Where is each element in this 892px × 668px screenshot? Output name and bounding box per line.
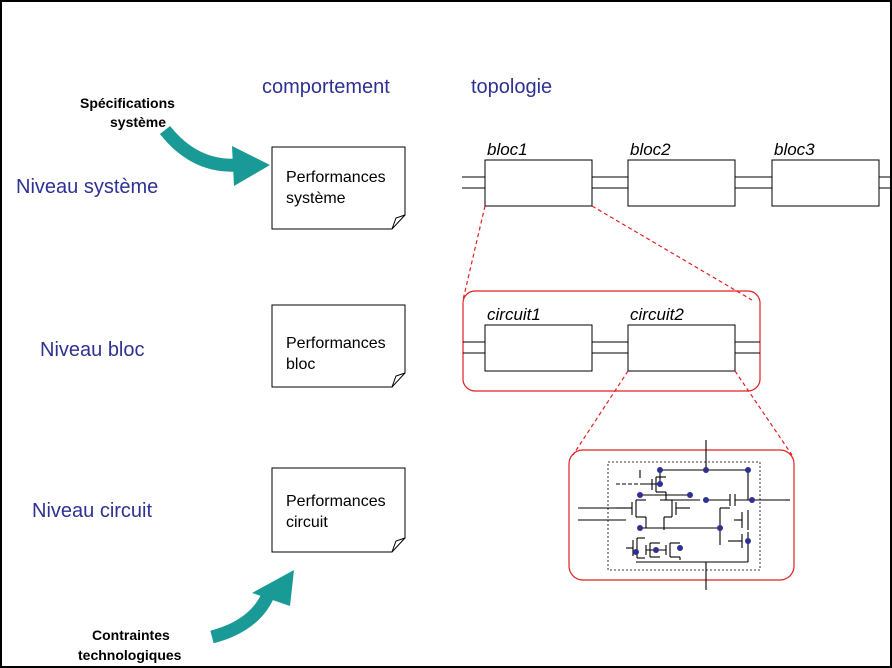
- performance-doc-block-line2: bloc: [286, 356, 315, 373]
- spec-arrow: [159, 125, 270, 186]
- performance-doc-circuit-line2: circuit: [286, 514, 328, 531]
- block-topology: circuit1 circuit2: [462, 290, 761, 392]
- performance-doc-system-line2: système: [286, 190, 346, 207]
- performance-doc-circuit: Performances circuit: [271, 467, 406, 553]
- level-label-system: Niveau système: [16, 176, 158, 198]
- performance-doc-system-line1: Performances: [286, 169, 386, 186]
- column-header-behavior: comportement: [262, 76, 390, 98]
- constraints-label-line1: Contraintes: [92, 627, 170, 643]
- circuit-block-2: [627, 324, 736, 372]
- spec-label-line1: Spécifications: [80, 95, 175, 111]
- performance-doc-system: Performances système: [271, 146, 406, 230]
- level-label-circuit: Niveau circuit: [32, 500, 152, 522]
- system-block-1: [484, 159, 593, 207]
- constraints-label-line2: technologiques: [78, 647, 182, 663]
- system-block-2-label: bloc2: [630, 140, 671, 159]
- circuit-block-2-label: circuit2: [630, 305, 684, 324]
- system-block-3: [771, 159, 880, 207]
- system-block-3-label: bloc3: [774, 140, 815, 159]
- circuit-schematic: [568, 440, 795, 590]
- circuit-block-1-label: circuit1: [487, 305, 541, 324]
- circuit-boundary: [607, 461, 761, 571]
- system-topology: bloc1 bloc2 bloc3: [462, 140, 890, 207]
- system-block-1-label: bloc1: [487, 140, 528, 159]
- system-block-2: [627, 159, 736, 207]
- zoom-lines-block-to-circuit: [572, 370, 793, 456]
- zoom-lines-system-to-block: [462, 205, 753, 301]
- level-label-block: Niveau bloc: [40, 339, 145, 361]
- performance-doc-block: Performances bloc: [271, 304, 406, 388]
- constraints-arrow: [210, 570, 294, 644]
- column-header-topology: topologie: [471, 76, 552, 98]
- circuit-block-1: [484, 324, 593, 372]
- spec-label-line2: système: [110, 114, 166, 130]
- circuit-nodes: [633, 467, 755, 555]
- circuit-zoom-frame: [568, 449, 795, 581]
- performance-doc-block-line1: Performances: [286, 335, 386, 352]
- block-zoom-frame: [462, 290, 761, 392]
- performance-doc-circuit-line1: Performances: [286, 493, 386, 510]
